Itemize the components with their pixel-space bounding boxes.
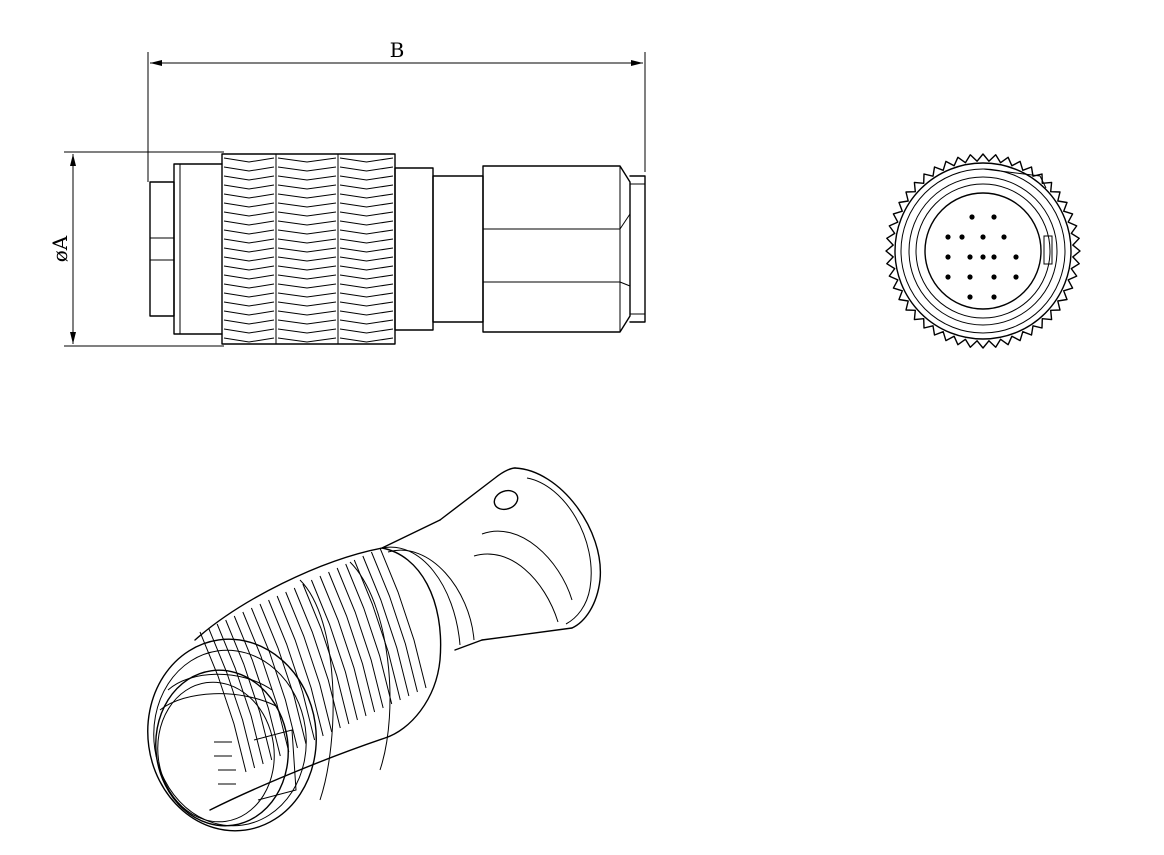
insert-face xyxy=(924,192,1042,310)
dimension-a-label: øA xyxy=(48,235,72,262)
key-outline xyxy=(983,168,1047,189)
contact-pin xyxy=(991,214,997,220)
rear-neck xyxy=(394,167,434,331)
iso-front-ring xyxy=(147,638,317,832)
front-view xyxy=(885,153,1081,349)
knurl-pattern xyxy=(223,154,396,344)
iso-knurled-nut xyxy=(194,547,442,811)
coupling-ring-front xyxy=(173,163,223,335)
contact-pin xyxy=(945,274,951,280)
knurled-coupling-nut xyxy=(221,153,396,345)
contact-pin xyxy=(991,274,997,280)
iso-knurl-pattern xyxy=(199,547,427,801)
isometric-view xyxy=(147,467,602,832)
contact-pin xyxy=(967,274,973,280)
contact-pins xyxy=(945,214,1019,300)
iso-insert-face xyxy=(155,669,289,827)
iso-neck xyxy=(381,519,483,651)
rear-cap xyxy=(629,175,646,323)
side-view: B øA xyxy=(48,38,646,347)
contact-pin xyxy=(967,294,973,300)
knurled-outer-ring xyxy=(885,153,1081,349)
connector-nose xyxy=(149,181,175,317)
contact-pin xyxy=(980,234,986,240)
iso-rear-cap xyxy=(514,467,602,629)
outer-ring xyxy=(894,162,1072,340)
contact-pin xyxy=(991,254,997,260)
contact-pin xyxy=(1013,254,1019,260)
contact-pin xyxy=(1013,274,1019,280)
iso-pins xyxy=(214,741,236,785)
contact-pin xyxy=(959,234,965,240)
contact-pin xyxy=(969,214,975,220)
iso-hex-hole xyxy=(493,489,519,511)
contact-pin xyxy=(1001,234,1007,240)
key-slot xyxy=(1043,235,1053,265)
contact-pin xyxy=(967,254,973,260)
dimension-b-label: B xyxy=(390,38,405,62)
contact-pin xyxy=(991,294,997,300)
iso-key xyxy=(253,729,297,801)
hex-body xyxy=(482,165,631,333)
rear-sleeve xyxy=(432,175,484,323)
contact-pin xyxy=(980,254,986,260)
contact-pin xyxy=(945,234,951,240)
contact-pin xyxy=(945,254,951,260)
